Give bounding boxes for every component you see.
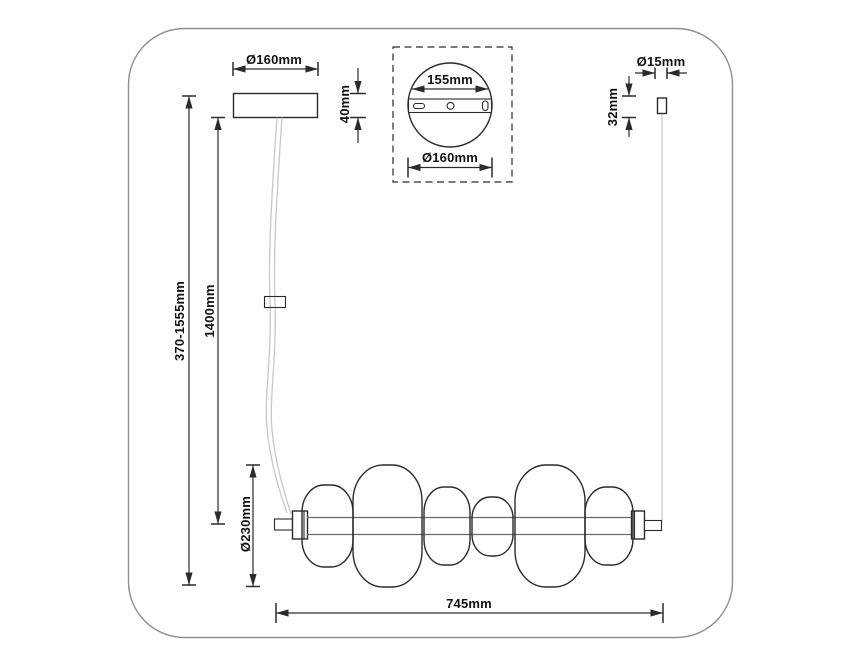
mounting-bracket [407,98,493,114]
bar-left-stub [273,518,294,531]
ceiling-canopy-front-view [232,92,319,119]
glass-shades [301,464,634,588]
glass-shade-1 [301,484,354,568]
bracket-right-slot [481,100,489,112]
dim-canopy-diameter-label: Ø160mm [246,52,302,67]
wire-strand-1 [265,117,288,514]
glass-shade-5 [514,464,586,588]
bracket-left-slot [412,102,426,110]
glass-shade-2 [352,464,423,588]
wire-strand-2 [270,117,292,515]
dim-canopy-diameter: Ø160mm [232,52,319,76]
dim-bracket-length: 155mm [412,72,488,93]
right-cord-and-grip [656,97,668,521]
glass-shade-3 [423,486,471,566]
suspension-wires [263,117,292,515]
dim-cord-grip-height: 32mm [605,76,636,137]
glass-shade-4 [471,496,514,557]
dim-cord-length: 1400mm [202,116,225,525]
dim-fixture-length: 745mm [275,596,664,623]
dim-cord-grip-diameter-label: Ø15mm [637,54,686,69]
dim-shade-diameter-label: Ø230mm [238,496,253,552]
bar-left-cap [291,510,309,540]
dim-canopy-height: 40mm [337,68,366,143]
canopy-detail-view: 155mm Ø160mm [392,46,513,183]
dim-detail-canopy-diameter-label: Ø160mm [422,150,478,165]
dim-cord-length-label: 1400mm [202,284,217,337]
cord-adjuster [263,295,287,309]
dim-shade-diameter: Ø230mm [238,464,260,588]
drawing-border-frame [127,27,734,639]
detail-box-border [392,46,513,183]
canopy-body [232,92,319,119]
glass-shade-6 [584,486,634,566]
dim-overall-height-label: 370-1555mm [172,281,187,361]
dim-cord-grip-diameter: Ø15mm [635,54,687,79]
dim-detail-canopy-diameter: Ø160mm [407,150,493,178]
pendant-bar [273,510,663,540]
dim-bracket-length-label: 155mm [427,72,473,87]
bar-right-stub [643,519,663,532]
bracket-center-hole [446,101,455,110]
dim-canopy-height-label: 40mm [337,85,352,123]
dim-overall-height: 370-1555mm [172,95,196,586]
cord-grip-cylinder [656,97,668,115]
dim-fixture-length-label: 745mm [446,596,492,611]
dim-cord-grip-height-label: 32mm [605,88,620,126]
